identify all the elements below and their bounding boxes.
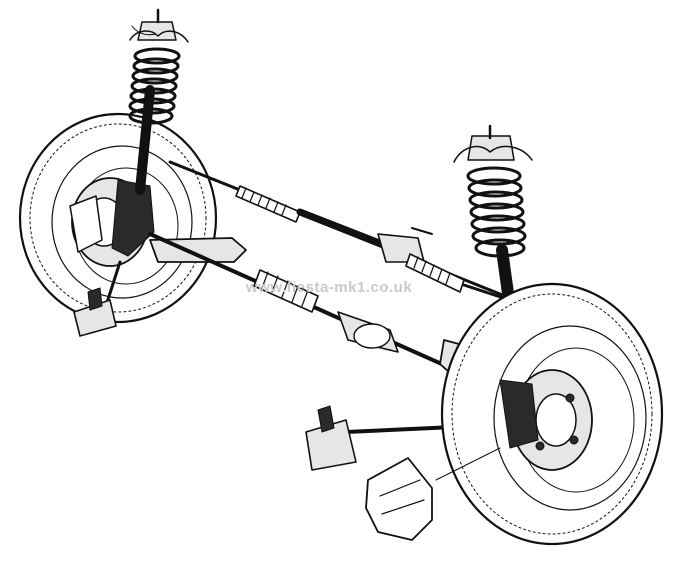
watermark-text: www.fiesta-mk1.co.uk bbox=[246, 279, 413, 296]
left-hub bbox=[69, 177, 155, 267]
drive-shaft bbox=[148, 232, 502, 392]
right-mount-bracket bbox=[305, 405, 357, 471]
steering-rack bbox=[168, 160, 562, 320]
brake-caliper bbox=[365, 447, 501, 541]
left-strut bbox=[128, 8, 189, 195]
left-mount-bracket bbox=[73, 287, 117, 337]
right-hub bbox=[499, 369, 593, 471]
